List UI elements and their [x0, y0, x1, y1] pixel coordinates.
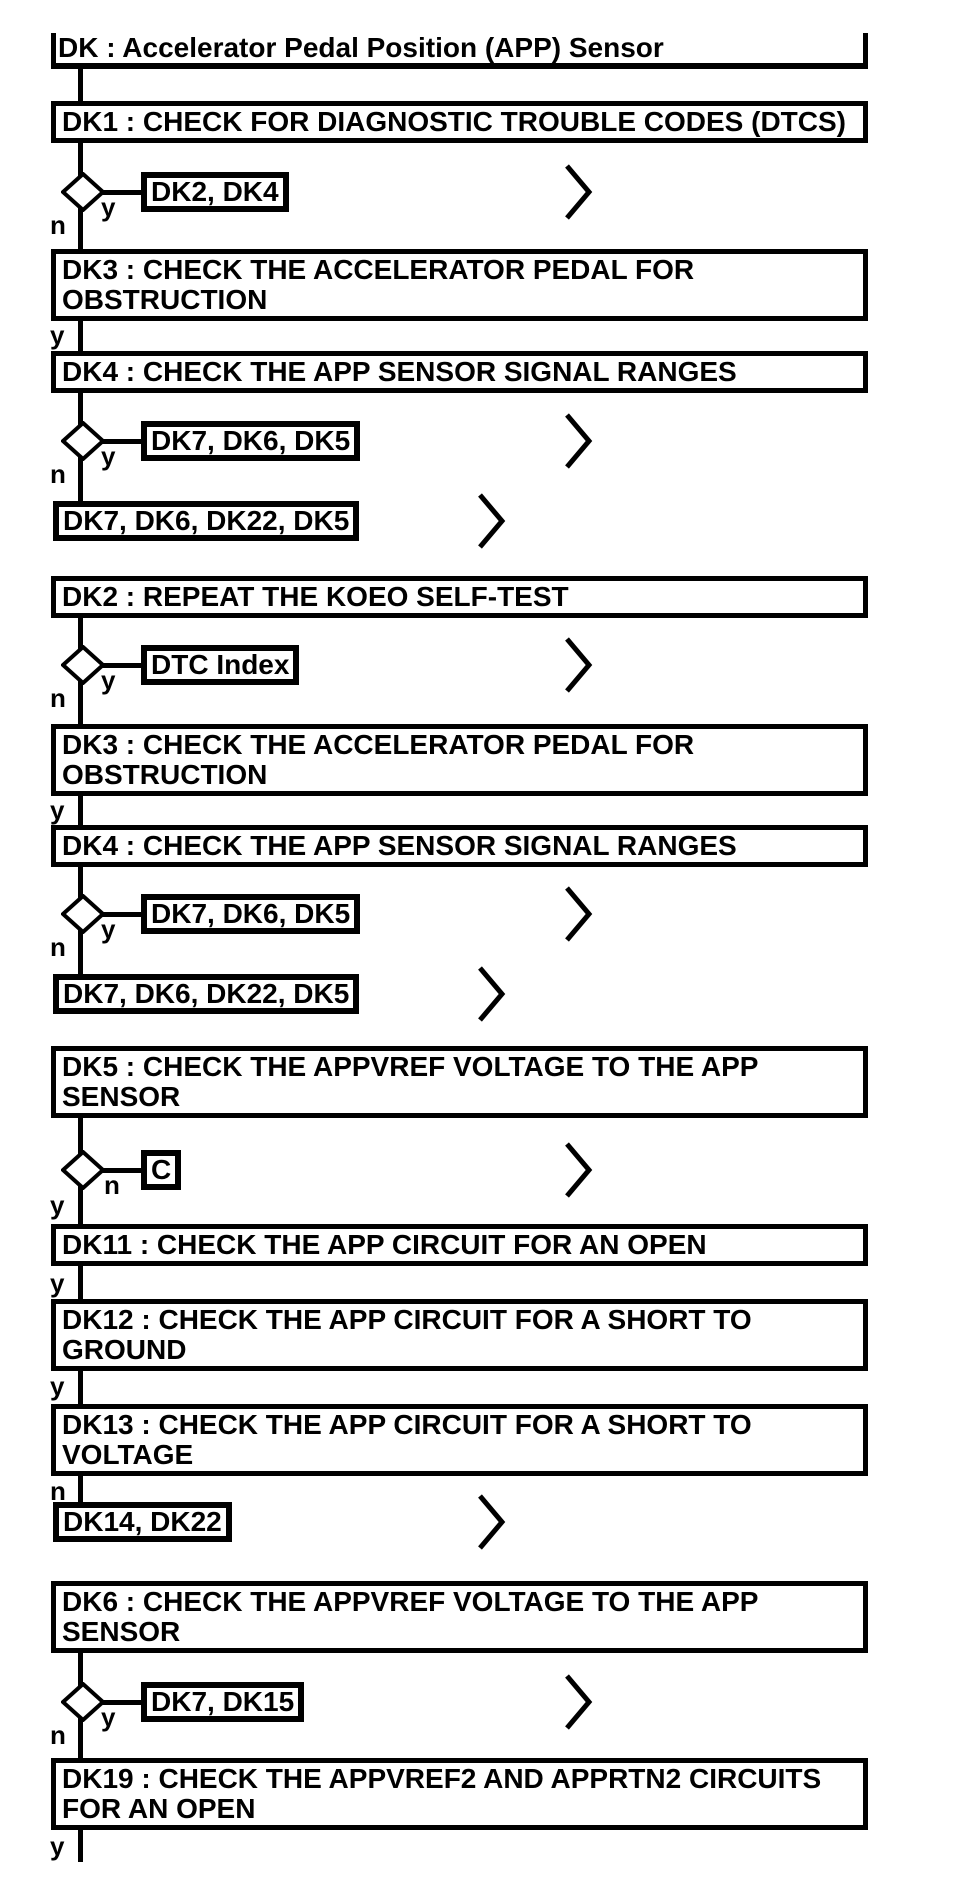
connector-line [78, 389, 83, 425]
step-box-dk3-second: DK3 : CHECK THE ACCELERATOR PEDAL FOR OB… [51, 724, 868, 796]
step-box-dk3-first: DK3 : CHECK THE ACCELERATOR PEDAL FOR OB… [51, 249, 868, 321]
continue-chevron-icon [565, 413, 593, 469]
continue-chevron-icon [565, 164, 593, 220]
connector-line [78, 612, 83, 649]
branch-label-yes: y [50, 1831, 65, 1861]
connector-line [78, 1649, 83, 1686]
connector-line [78, 1114, 83, 1154]
ref-box-dk2-dk4: DK2, DK4 [141, 172, 289, 212]
ref-box-dtc-index: DTC Index [141, 645, 300, 685]
connector-line [78, 1186, 83, 1228]
continue-chevron-icon [478, 966, 506, 1022]
connector-line [98, 190, 145, 195]
continue-chevron-icon [565, 1142, 593, 1198]
connector-line [98, 1700, 145, 1705]
connector-line [78, 64, 83, 105]
decision-diamond-dk1 [61, 172, 105, 212]
header-right-tick [863, 33, 868, 68]
connector-line [78, 206, 83, 253]
flow-title: DK : Accelerator Pedal Position (APP) Se… [58, 32, 664, 63]
connector-line [98, 1168, 145, 1173]
header-left-tick [51, 33, 56, 68]
connector-line [98, 663, 145, 668]
header-underline [51, 63, 868, 69]
branch-label-yes: y [101, 1702, 116, 1732]
step-box-dk19: DK19 : CHECK THE APPVREF2 AND APPRTN2 CI… [51, 1758, 868, 1830]
step-box-dk6: DK6 : CHECK THE APPVREF VOLTAGE TO THE A… [51, 1581, 868, 1653]
ref-box-dk7-dk6-dk5-first: DK7, DK6, DK5 [141, 421, 361, 461]
step-box-dk12: DK12 : CHECK THE APP CIRCUIT FOR A SHORT… [51, 1299, 868, 1371]
ref-box-dk7-dk6-dk22-dk5-second: DK7, DK6, DK22, DK5 [53, 974, 360, 1014]
connector-line [78, 679, 83, 728]
branch-label-yes: y [50, 320, 65, 350]
ref-box-c: C [141, 1150, 182, 1190]
decision-diamond-dk6 [61, 1682, 105, 1722]
branch-label-yes: y [101, 914, 116, 944]
branch-label-yes: y [50, 1268, 65, 1298]
connector-line [78, 792, 83, 829]
step-box-dk13: DK13 : CHECK THE APP CIRCUIT FOR A SHORT… [51, 1404, 868, 1476]
connector-line [78, 1826, 83, 1862]
branch-label-yes: y [101, 441, 116, 471]
step-box-dk5: DK5 : CHECK THE APPVREF VOLTAGE TO THE A… [51, 1046, 868, 1118]
continue-chevron-icon [478, 1494, 506, 1550]
continue-chevron-icon [565, 637, 593, 693]
continue-chevron-icon [565, 1674, 593, 1730]
ref-box-dk7-dk6-dk5-second: DK7, DK6, DK5 [141, 894, 361, 934]
branch-label-yes: y [101, 665, 116, 695]
connector-line [78, 317, 83, 355]
decision-diamond-dk2 [61, 645, 105, 685]
connector-line [98, 439, 145, 444]
branch-label-no: n [104, 1170, 120, 1200]
ref-box-dk14-dk22: DK14, DK22 [53, 1502, 232, 1542]
branch-label-no: n [50, 210, 66, 240]
connector-line [78, 1472, 83, 1506]
branch-label-no: n [50, 1476, 66, 1506]
ref-box-dk7-dk6-dk22-dk5-first: DK7, DK6, DK22, DK5 [53, 501, 360, 541]
branch-label-yes: y [50, 1190, 65, 1220]
branch-label-yes: y [50, 795, 65, 825]
branch-label-no: n [50, 459, 66, 489]
step-box-dk4-first: DK4 : CHECK THE APP SENSOR SIGNAL RANGES [51, 351, 868, 393]
branch-label-yes: y [50, 1371, 65, 1401]
decision-diamond-dk4-first [61, 421, 105, 461]
connector-line [78, 1716, 83, 1762]
step-box-dk1: DK1 : CHECK FOR DIAGNOSTIC TROUBLE CODES… [51, 101, 868, 143]
branch-label-no: n [50, 932, 66, 962]
step-box-dk2: DK2 : REPEAT THE KOEO SELF-TEST [51, 576, 868, 618]
decision-diamond-dk5 [61, 1150, 105, 1190]
connector-line [98, 912, 145, 917]
continue-chevron-icon [565, 886, 593, 942]
connector-line [78, 863, 83, 899]
connector-line [78, 1367, 83, 1408]
branch-label-no: n [50, 1720, 66, 1750]
step-box-dk11: DK11 : CHECK THE APP CIRCUIT FOR AN OPEN [51, 1224, 868, 1266]
branch-label-no: n [50, 683, 66, 713]
connector-line [78, 928, 83, 978]
connector-line [78, 455, 83, 505]
continue-chevron-icon [478, 493, 506, 549]
step-box-dk4-second: DK4 : CHECK THE APP SENSOR SIGNAL RANGES [51, 825, 868, 867]
decision-diamond-dk4-second [61, 894, 105, 934]
connector-line [78, 1262, 83, 1303]
branch-label-yes: y [101, 192, 116, 222]
connector-line [78, 139, 83, 176]
ref-box-dk7-dk15: DK7, DK15 [141, 1682, 305, 1722]
